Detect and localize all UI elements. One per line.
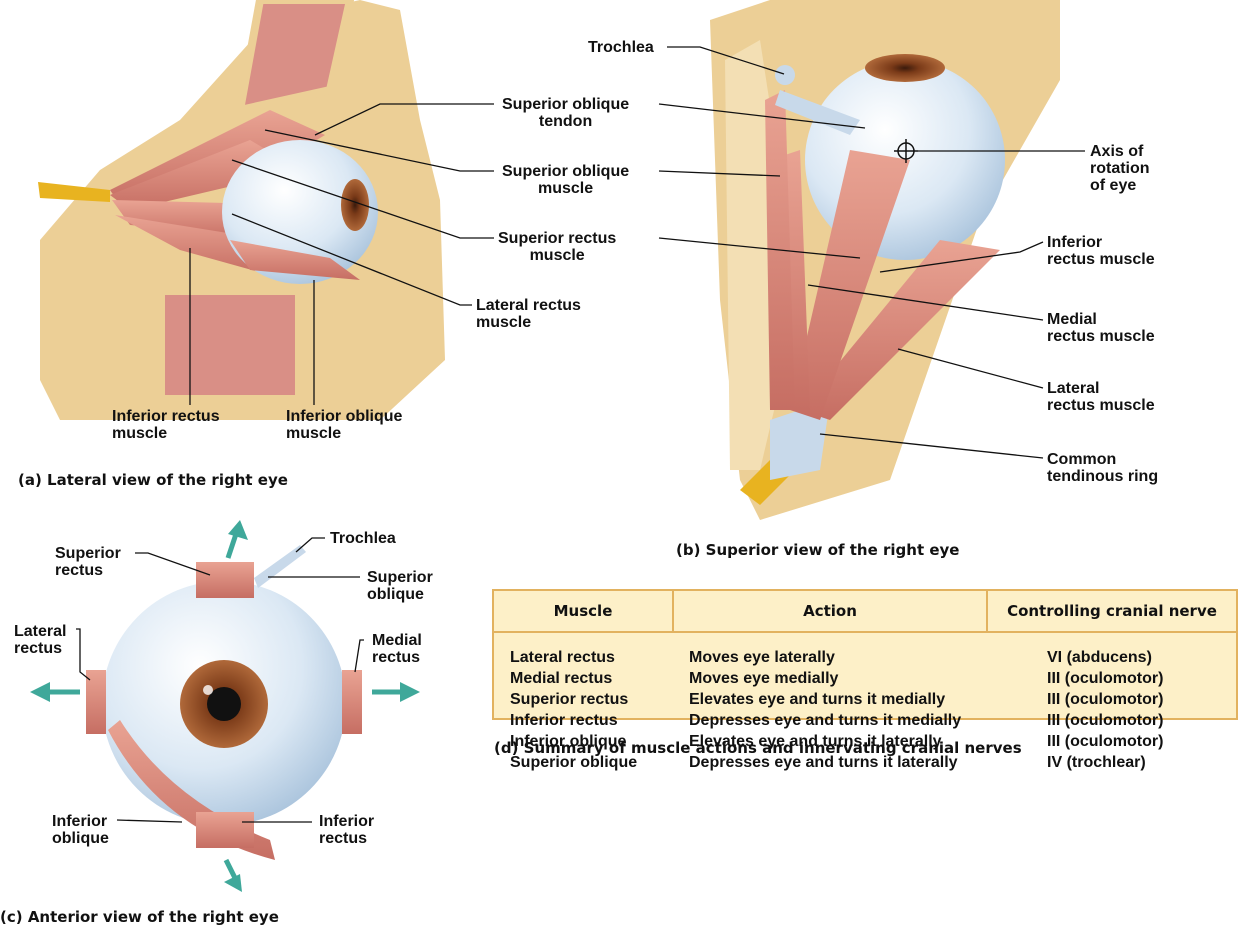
label-common-tendinous-ring: Common tendinous ring [1047, 451, 1158, 485]
trochlea-b [775, 65, 795, 85]
label-inferior-rectus-muscle-a: Inferior rectus muscle [112, 408, 220, 442]
summary-table-box: Muscle Action Controlling cranial nerve … [492, 589, 1238, 720]
cell-nerve: III (oculomotor) [987, 731, 1236, 752]
header-muscle: Muscle [494, 591, 673, 632]
label-medial-rectus-muscle-b: Medial rectus muscle [1047, 311, 1155, 345]
lateral-view-illustration [38, 0, 445, 420]
label-inferior-oblique-muscle-a: Inferior oblique muscle [286, 408, 402, 442]
cell-nerve: III (oculomotor) [987, 710, 1236, 731]
cell-action: Moves eye laterally [673, 632, 987, 668]
inferior-rectus-c [196, 812, 254, 848]
superior-oblique-c [254, 545, 306, 588]
label-trochlea-b: Trochlea [588, 39, 654, 56]
cell-nerve: III (oculomotor) [987, 668, 1236, 689]
highlight-c [203, 685, 213, 695]
caption-panel-b: (b) Superior view of the right eye [676, 541, 959, 559]
label-inferior-oblique-c: Inferior oblique [52, 813, 109, 847]
arrow-right-icon [372, 682, 420, 702]
cell-action: Depresses eye and turns it medially [673, 710, 987, 731]
cell-muscle: Medial rectus [494, 668, 673, 689]
cell-nerve: IV (trochlear) [987, 752, 1236, 773]
table-header-row: Muscle Action Controlling cranial nerve [494, 591, 1236, 632]
cell-muscle: Lateral rectus [494, 632, 673, 668]
label-lateral-rectus-c: Lateral rectus [14, 623, 66, 657]
label-lateral-rectus-muscle-b: Lateral rectus muscle [1047, 380, 1155, 414]
table-row: Superior rectus Elevates eye and turns i… [494, 689, 1236, 710]
label-superior-rectus-muscle-a: Superior rectus muscle [498, 230, 616, 264]
label-lateral-rectus-muscle-a: Lateral rectus muscle [476, 297, 581, 331]
arrow-left-icon [30, 682, 80, 702]
table-row: Lateral rectus Moves eye laterally VI (a… [494, 632, 1236, 668]
label-superior-oblique-muscle: Superior oblique muscle [502, 163, 629, 197]
iris-b [865, 54, 945, 82]
sinus-a [160, 290, 300, 400]
caption-panel-c: (c) Anterior view of the right eye [0, 908, 279, 926]
caption-panel-a: (a) Lateral view of the right eye [18, 471, 288, 489]
cell-muscle: Inferior rectus [494, 710, 673, 731]
caption-panel-d: (d) Summary of muscle actions and innerv… [494, 739, 1022, 757]
cell-action: Moves eye medially [673, 668, 987, 689]
label-inferior-rectus-muscle-b: Inferior rectus muscle [1047, 234, 1155, 268]
label-axis-of-rotation: Axis of rotation of eye [1090, 143, 1150, 194]
cell-muscle: Superior rectus [494, 689, 673, 710]
medial-rectus-c [342, 670, 362, 734]
arrow-up-icon [228, 520, 248, 558]
table-row: Inferior rectus Depresses eye and turns … [494, 710, 1236, 731]
label-trochlea-c: Trochlea [330, 530, 396, 547]
label-inferior-rectus-c: Inferior rectus [319, 813, 374, 847]
cell-nerve: III (oculomotor) [987, 689, 1236, 710]
header-action: Action [673, 591, 987, 632]
superior-rectus-c [196, 562, 254, 598]
superior-view-illustration [710, 0, 1060, 520]
table-row: Medial rectus Moves eye medially III (oc… [494, 668, 1236, 689]
label-superior-oblique-c: Superior oblique [367, 569, 433, 603]
label-superior-rectus-c: Superior rectus [55, 545, 121, 579]
label-medial-rectus-c: Medial rectus [372, 632, 422, 666]
cell-nerve: VI (abducens) [987, 632, 1236, 668]
header-controlling-nerve: Controlling cranial nerve [987, 591, 1236, 632]
label-superior-oblique-tendon: Superior oblique tendon [502, 96, 629, 130]
arrow-down-icon [224, 860, 242, 892]
cell-action: Elevates eye and turns it medially [673, 689, 987, 710]
